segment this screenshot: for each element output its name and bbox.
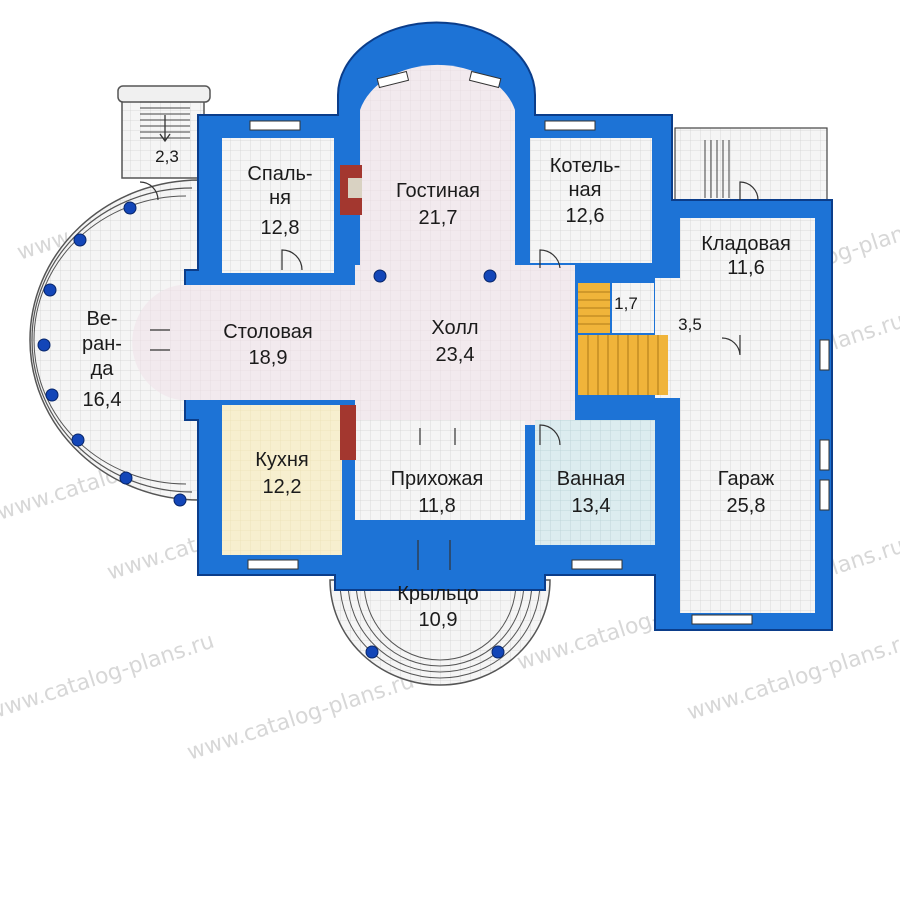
living-label: Гостиная: [396, 180, 480, 202]
porch-area: 10,9: [419, 609, 458, 631]
boiler-label-line2: ная: [569, 179, 602, 201]
garage-label: Гараж: [718, 468, 775, 490]
veranda: [29, 179, 201, 507]
living-area: 21,7: [419, 207, 458, 229]
entry-floor: [355, 420, 525, 520]
storage-label: Кладовая: [701, 233, 791, 255]
wc-area: 1,7: [614, 294, 638, 313]
hall-floor: [355, 265, 575, 425]
windows: [247, 70, 830, 625]
living-floor: [360, 64, 515, 286]
entry-label: Прихожая: [391, 468, 484, 490]
bathroom-floor: [535, 420, 655, 545]
vestibule-floor: [655, 278, 735, 398]
dining-label: Столовая: [223, 321, 312, 343]
terrace: [117, 85, 211, 179]
boiler-label-line1: Котель-: [550, 155, 620, 177]
doors: [139, 181, 759, 570]
bathroom-label: Ванная: [557, 468, 626, 490]
kitchen-label: Кухня: [255, 449, 309, 471]
dining-area: 18,9: [249, 347, 288, 369]
hall-column: [373, 269, 387, 283]
watermark: www.catalog-plans.ru: [0, 629, 217, 726]
storage-floor: [680, 218, 815, 288]
entry-area: 11,8: [418, 495, 455, 517]
kitchen-floor: [222, 405, 342, 555]
stair-lines: [578, 291, 659, 395]
bedroom-label-line1: Спаль-: [247, 163, 312, 185]
veranda-area: 16,4: [83, 389, 122, 411]
bathroom-area: 13,4: [572, 495, 611, 517]
hall-label: Холл: [431, 317, 478, 339]
vestibule-area: 3,5: [678, 315, 702, 334]
terrace-area: 2,3: [155, 147, 179, 166]
veranda-label-line1: Ве-: [86, 308, 117, 330]
fireplace-icon: [340, 165, 362, 460]
bedroom-label-line2: ня: [269, 187, 291, 209]
hall-column: [483, 269, 497, 283]
garage-area: 25,8: [727, 495, 766, 517]
floors: [132, 64, 815, 613]
bedroom-area: 12,8: [261, 217, 300, 239]
stairs-lower: [578, 335, 668, 395]
porch-label: Крыльцо: [397, 583, 479, 605]
boiler-area: 12,6: [566, 205, 605, 227]
wc-floor: [612, 283, 654, 333]
veranda-columns: [37, 201, 187, 507]
hall-area: 23,4: [436, 344, 475, 366]
boiler-floor: [530, 138, 652, 263]
service-yard: [674, 127, 828, 201]
watermark: www.catalog-plans.ru: [184, 669, 417, 766]
kitchen-area: 12,2: [263, 476, 302, 498]
bedroom-floor: [222, 138, 334, 273]
watermark: www.catalog-plans.ru: [684, 629, 900, 726]
veranda-label-line3: да: [91, 358, 115, 380]
room-labels: Спаль- ня 12,8 Гостиная 21,7 Котель- ная…: [82, 147, 791, 631]
veranda-label-line2: ран-: [82, 333, 122, 355]
storage-area: 11,6: [727, 257, 764, 279]
